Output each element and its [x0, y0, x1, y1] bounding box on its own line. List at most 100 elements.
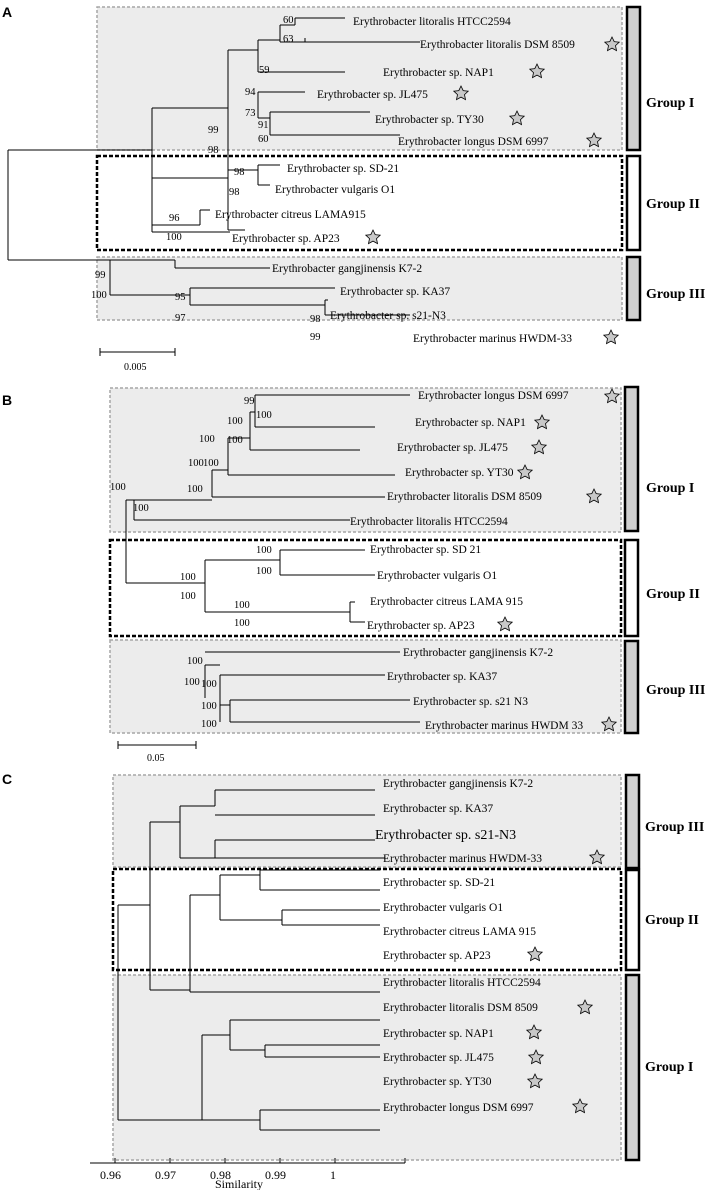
axis-title: Similarity [215, 1177, 263, 1190]
panel-a-label: A [2, 4, 12, 20]
bootstrap-value: 100 [91, 290, 107, 301]
group-iii-label: Group III [645, 820, 704, 835]
taxon-label: Erythrobacter sp. JL475 [383, 1052, 494, 1064]
taxon-label: Erythrobacter marinus HWDM 33 [425, 720, 583, 732]
bootstrap-value: 100 [234, 618, 250, 629]
axis-tick-label: 0.96 [100, 1168, 121, 1182]
group-i-label: Group I [646, 96, 694, 111]
star-icon [528, 63, 546, 79]
scale-bar-b: 0.05 [117, 741, 197, 764]
taxon-label: Erythrobacter gangjinensis K7-2 [272, 263, 422, 275]
group-ii-bar [624, 868, 641, 972]
star-icon [530, 439, 548, 455]
group-iii-box [109, 639, 622, 734]
tree-a-stars [364, 36, 621, 345]
taxon-label: Erythrobacter sp. KA37 [387, 671, 497, 683]
taxon-label: Erythrobacter sp. NAP1 [383, 67, 494, 79]
star-icon [585, 488, 603, 504]
star-icon [496, 616, 514, 632]
axis-tick-label: 1 [330, 1168, 336, 1182]
bootstrap-value: 100 [227, 416, 243, 427]
taxon-label: Erythrobacter sp. AP23 [367, 620, 475, 632]
bootstrap-value: 98 [310, 314, 321, 325]
group-ii-label: Group II [646, 587, 700, 602]
taxon-label: Erythrobacter sp. s21-N3 [375, 828, 516, 843]
taxon-label: Erythrobacter vulgaris O1 [383, 902, 503, 914]
bootstrap-value: 100 [201, 679, 217, 690]
taxon-label: Erythrobacter longus DSM 6997 [383, 1102, 534, 1114]
similarity-axis: 0.96 0.97 0.98 0.99 1 Similarity [100, 1168, 336, 1190]
group-iii-bar [623, 639, 640, 735]
group-ii-bar [625, 154, 642, 252]
group-ii-box [111, 867, 623, 972]
star-icon [576, 999, 594, 1015]
taxon-label: Erythrobacter sp. SD-21 [287, 163, 399, 175]
taxon-label: Erythrobacter marinus HWDM-33 [383, 853, 542, 865]
bootstrap-value: 73 [245, 108, 256, 119]
bootstrap-value: 100 [201, 719, 217, 730]
bootstrap-value: 98 [208, 145, 219, 156]
scale-label: 0.005 [124, 362, 147, 373]
bootstrap-value: 99 [95, 270, 106, 281]
taxon-label: Erythrobacter citreus LAMA 915 [383, 926, 536, 938]
star-icon [364, 229, 382, 245]
bootstrap-value: 96 [169, 213, 180, 224]
taxon-label: Erythrobacter longus DSM 6997 [398, 136, 549, 148]
taxon-label: Erythrobacter sp. NAP1 [415, 417, 526, 429]
taxon-label: Erythrobacter longus DSM 6997 [418, 390, 569, 402]
group-i-bar [623, 385, 640, 533]
bootstrap-value: 94 [245, 87, 256, 98]
scale-label: 0.05 [147, 753, 165, 764]
taxon-label: Erythrobacter gangjinensis K7-2 [383, 778, 533, 790]
bootstrap-value: 99 [208, 125, 219, 136]
taxon-label: Erythrobacter sp. s21 N3 [413, 696, 528, 708]
star-icon [600, 716, 618, 732]
bootstrap-value: 95 [175, 292, 186, 303]
scale-bar-b-ticks: 100 100 100 [201, 679, 217, 730]
star-icon [452, 85, 470, 101]
bootstrap-value: 98 [229, 187, 240, 198]
taxon-label: Erythrobacter marinus HWDM-33 [413, 333, 572, 345]
bootstrap-value: 60 [258, 134, 269, 145]
taxon-label: Erythrobacter sp. YT30 [383, 1076, 492, 1088]
bootstrap-value: 99 [310, 332, 321, 343]
star-icon [525, 1024, 543, 1040]
taxon-label: Erythrobacter citreus LAMA915 [215, 209, 366, 221]
bootstrap-value: 100 [187, 484, 203, 495]
taxon-label: Erythrobacter sp. SD 21 [370, 544, 481, 556]
group-iii-label: Group III [646, 287, 705, 302]
group-i-box [96, 6, 623, 151]
group-ii-label: Group II [645, 913, 699, 928]
panel-a: A Group I Group II Group III [2, 4, 705, 373]
scale-bar-a: 0.005 [99, 348, 176, 373]
star-icon [516, 464, 534, 480]
group-ii-label: Group II [646, 197, 700, 212]
bootstrap-value: 100 [180, 572, 196, 583]
tree-b-bootstrap: 99 100 100 100 100 100 100 100 100 100 1… [110, 396, 272, 688]
bootstrap-value: 60 [283, 15, 294, 26]
taxon-label: Erythrobacter litoralis DSM 8509 [387, 491, 542, 503]
bootstrap-value: 97 [175, 313, 186, 324]
bootstrap-value: 100 [256, 545, 272, 556]
taxon-label: Erythrobacter sp. TY30 [375, 114, 484, 126]
panel-c-label: C [2, 771, 12, 787]
bootstrap-value: 59 [259, 65, 270, 76]
tree-c-stars [525, 849, 606, 1114]
taxon-label: Erythrobacter litoralis HTCC2594 [353, 16, 511, 28]
panel-b-label: B [2, 392, 12, 408]
group-i-label: Group I [645, 1060, 693, 1075]
taxon-label: Erythrobacter gangjinensis K7-2 [403, 647, 553, 659]
star-icon [526, 1073, 544, 1089]
taxon-label: Erythrobacter sp. s21-N3 [330, 310, 446, 322]
star-icon [508, 110, 526, 126]
taxon-label: Erythrobacter litoralis DSM 8509 [420, 39, 575, 51]
bootstrap-value: 100 [256, 566, 272, 577]
star-icon [602, 329, 620, 345]
group-i-box [109, 387, 622, 533]
star-icon [533, 414, 551, 430]
group-iii-box [112, 774, 622, 868]
star-icon [585, 132, 603, 148]
tree-c-taxa: Erythrobacter gangjinensis K7-2 Erythrob… [375, 778, 542, 1114]
taxon-label: Erythrobacter sp. NAP1 [383, 1028, 494, 1040]
